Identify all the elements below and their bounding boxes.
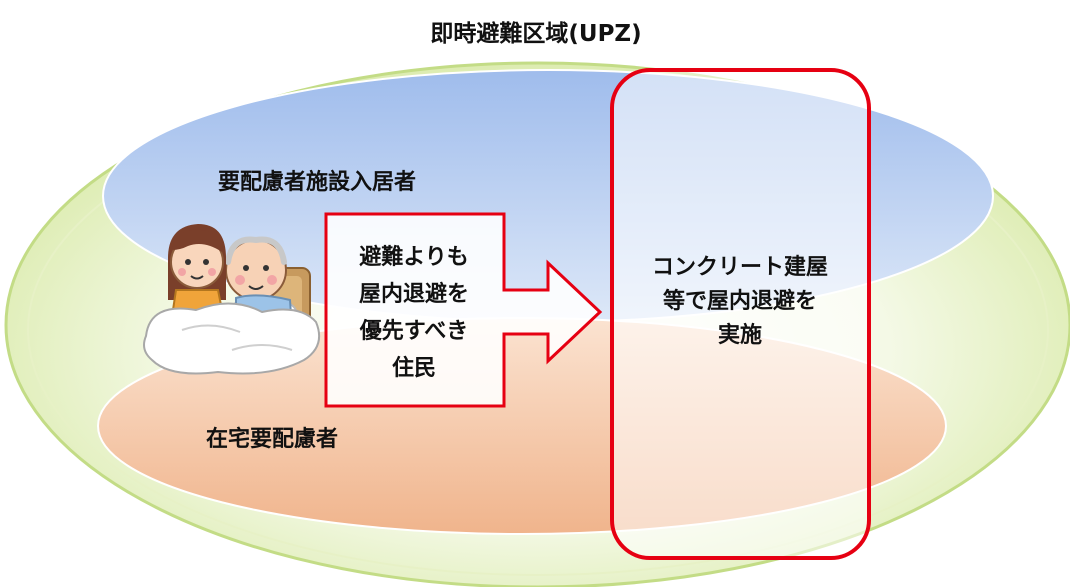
home-residents-label: 在宅要配慮者 xyxy=(206,426,338,452)
zone-title-background xyxy=(382,14,690,50)
priority-text-line-4: 住民 xyxy=(392,355,436,381)
facility-residents-label: 要配慮者施設入居者 xyxy=(218,169,416,195)
priority-text-line-3: 優先すべき xyxy=(359,319,468,344)
indoor-shelter-box xyxy=(610,68,871,560)
zone-title: 即時避難区域(UPZ) xyxy=(430,20,641,47)
action-text-line-1: コンクリート建屋 xyxy=(652,255,828,280)
priority-arrow xyxy=(324,212,603,408)
priority-text-line-1: 避難よりも xyxy=(359,244,469,270)
caregiver-and-bedridden-elder-icon xyxy=(143,224,320,375)
action-text-line-2: 等で屋内退避を xyxy=(663,288,817,314)
priority-text-line-2: 屋内退避を xyxy=(359,281,469,307)
action-text-line-3: 実施 xyxy=(718,322,762,348)
